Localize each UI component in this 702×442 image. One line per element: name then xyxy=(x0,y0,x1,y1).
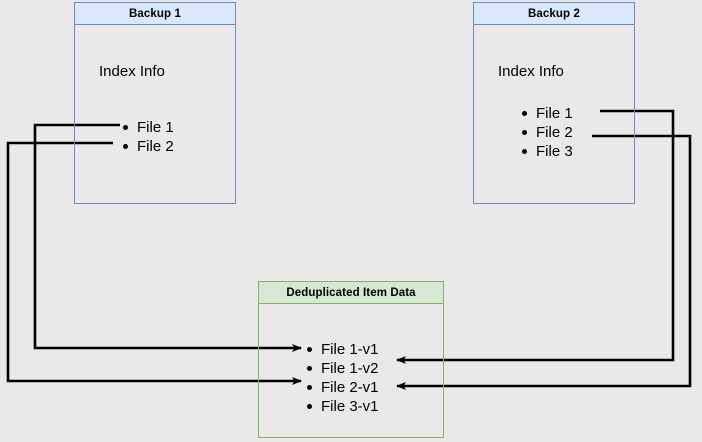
bullet-icon xyxy=(307,385,312,390)
list-item[interactable]: File 2 xyxy=(520,123,573,142)
list-item[interactable]: File 3 xyxy=(520,142,573,161)
list-item[interactable]: File 2-v1 xyxy=(305,378,379,397)
backup-2-body: Index Info File 1 File 2 File 3 xyxy=(474,25,634,203)
deduplicated-item-data-title: Deduplicated Item Data xyxy=(259,282,443,304)
backup-2-file-label: File 3 xyxy=(536,143,573,160)
bullet-icon xyxy=(522,149,527,154)
backup-1-file-label: File 1 xyxy=(137,119,174,136)
backup-2-box[interactable]: Backup 2 Index Info File 1 File 2 File 3 xyxy=(473,2,635,204)
deduplicated-item-list: File 1-v1 File 1-v2 File 2-v1 File 3-v1 xyxy=(305,340,379,416)
list-item[interactable]: File 3-v1 xyxy=(305,397,379,416)
list-item[interactable]: File 1-v2 xyxy=(305,359,379,378)
dedup-item-label: File 3-v1 xyxy=(321,398,379,415)
bullet-icon xyxy=(123,125,128,130)
backup-1-index-label: Index Info xyxy=(99,63,165,80)
backup-2-index-label: Index Info xyxy=(498,63,564,80)
dedup-item-label: File 1-v1 xyxy=(321,341,379,358)
deduplicated-item-data-body: File 1-v1 File 1-v2 File 2-v1 File 3-v1 xyxy=(259,304,443,437)
list-item[interactable]: File 1 xyxy=(520,104,573,123)
bullet-icon xyxy=(307,404,312,409)
backup-2-file-label: File 1 xyxy=(536,105,573,122)
backup-2-title: Backup 2 xyxy=(474,3,634,25)
backup-1-title: Backup 1 xyxy=(75,3,235,25)
backup-1-file-label: File 2 xyxy=(137,138,174,155)
backup-1-file-list: File 1 File 2 xyxy=(121,118,174,156)
bullet-icon xyxy=(522,130,527,135)
backup-2-file-label: File 2 xyxy=(536,124,573,141)
dedup-item-label: File 1-v2 xyxy=(321,360,379,377)
list-item[interactable]: File 2 xyxy=(121,137,174,156)
bullet-icon xyxy=(307,347,312,352)
bullet-icon xyxy=(123,144,128,149)
bullet-icon xyxy=(522,111,527,116)
list-item[interactable]: File 1 xyxy=(121,118,174,137)
deduplicated-item-data-box[interactable]: Deduplicated Item Data File 1-v1 File 1-… xyxy=(258,281,444,438)
dedup-item-label: File 2-v1 xyxy=(321,379,379,396)
list-item[interactable]: File 1-v1 xyxy=(305,340,379,359)
backup-1-body: Index Info File 1 File 2 xyxy=(75,25,235,203)
backup-1-box[interactable]: Backup 1 Index Info File 1 File 2 xyxy=(74,2,236,204)
backup-2-file-list: File 1 File 2 File 3 xyxy=(520,104,573,161)
bullet-icon xyxy=(307,366,312,371)
